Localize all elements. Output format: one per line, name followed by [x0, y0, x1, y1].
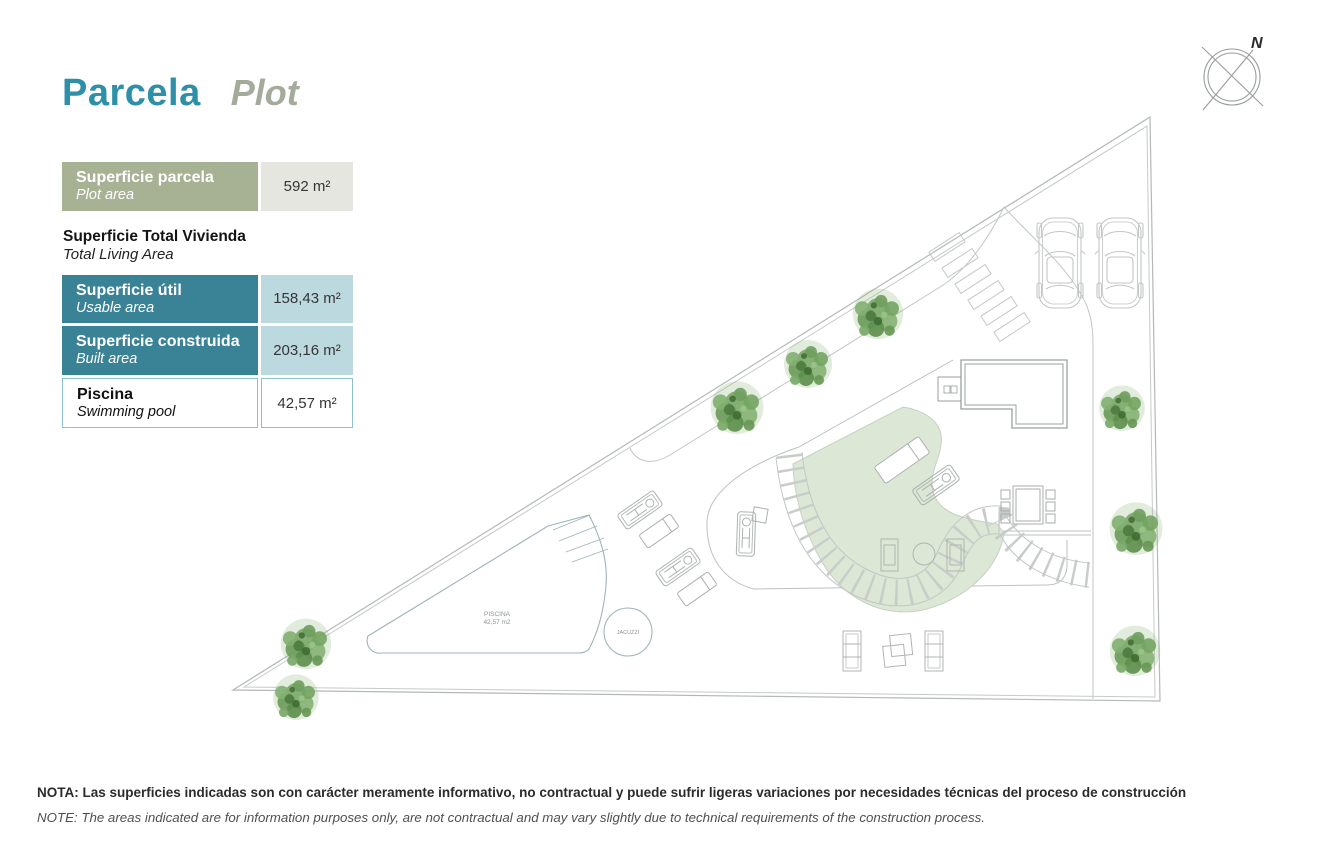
footnote-en: NOTE: The areas indicated are for inform… — [37, 810, 986, 826]
footnotes: NOTA: Las superficies indicadas son con … — [37, 784, 1292, 825]
built-area-value: 203,16 m² — [261, 326, 353, 375]
pool-steps — [552, 514, 609, 563]
house-footprint — [937, 359, 1068, 429]
garden-loungers — [874, 436, 961, 507]
built-area-row: Superficie construida Built area 203,16 … — [62, 326, 362, 375]
page-title-es: Parcela — [62, 72, 201, 114]
page-title-en: Plot — [230, 72, 299, 113]
round-table-set — [880, 538, 965, 572]
pool-area-row: Piscina Swimming pool 42,57 m² — [62, 377, 362, 429]
car-1 — [1034, 217, 1086, 309]
usable-area-row: Superficie útil Usable area 158,43 m² — [62, 274, 362, 324]
compass-icon: N — [1201, 35, 1264, 111]
plot-area-value: 592 m² — [261, 162, 353, 211]
usable-area-value: 158,43 m² — [261, 274, 353, 324]
jacuzzi-label: JACUZZI — [617, 630, 640, 636]
curved-deck-slats — [775, 451, 1091, 607]
areas-panel: Superficie parcela Plot area 592 m² Supe… — [62, 162, 362, 431]
car-2 — [1094, 217, 1146, 309]
pool-labels: PISCINA 42,57 m2 JACUZZI — [483, 611, 639, 636]
swimming-pool — [366, 514, 653, 657]
pool-loungers — [616, 489, 769, 607]
garden-green-area — [792, 406, 1005, 613]
compass-north-label: N — [1251, 35, 1263, 52]
living-area-section-title: Superficie Total Vivienda Total Living A… — [63, 227, 246, 263]
parking-stripes — [928, 231, 1031, 343]
pool-name-label: PISCINA — [484, 611, 511, 618]
usable-area-label: Superficie útil Usable area — [62, 274, 258, 324]
pool-area-label: Piscina Swimming pool — [62, 377, 258, 429]
pool-area-label: 42,57 m2 — [483, 619, 510, 626]
page-title: Parcela Plot — [62, 72, 299, 115]
jacuzzi-circle — [603, 607, 653, 657]
plot-boundary — [230, 115, 1161, 702]
bottom-furniture — [842, 630, 944, 672]
dining-table-set — [1000, 485, 1056, 525]
footnote-es: NOTA: Las superficies indicadas son con … — [37, 785, 1187, 800]
plot-area-row: Superficie parcela Plot area 592 m² — [62, 162, 362, 211]
built-area-label: Superficie construida Built area — [62, 326, 258, 375]
trees — [273, 288, 1163, 720]
driveway-kerb-line — [629, 206, 1094, 699]
plot-area-label: Superficie parcela Plot area — [62, 162, 258, 211]
pool-area-value: 42,57 m² — [261, 377, 353, 429]
